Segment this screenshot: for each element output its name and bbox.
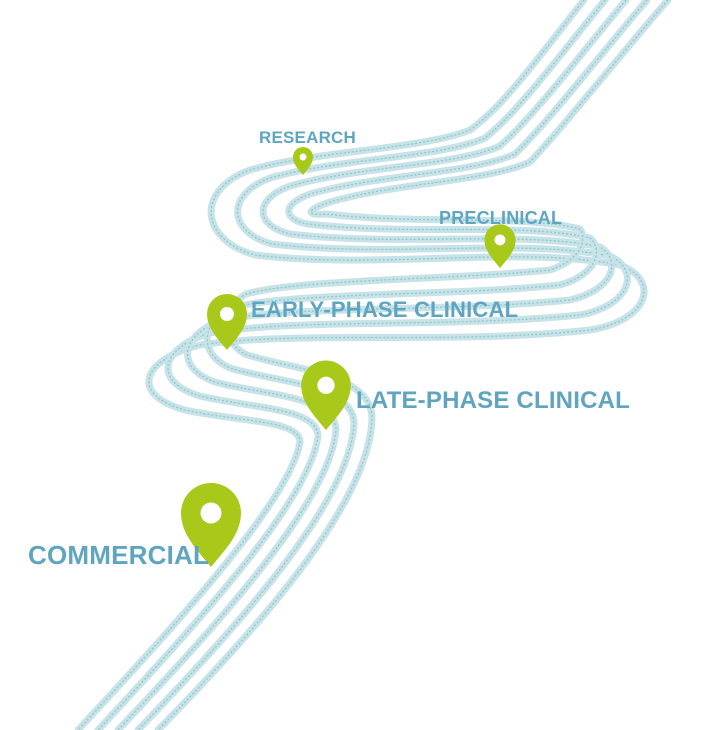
road-lanes	[74, 0, 672, 730]
stage-label-preclinical: PRECLINICAL	[439, 208, 563, 228]
location-pin-icon	[293, 147, 313, 175]
pins	[181, 147, 516, 567]
road-lane-line	[77, 0, 645, 730]
location-pin-icon	[207, 294, 247, 350]
stage-label-late-phase-clinical: LATE-PHASE CLINICAL	[356, 387, 631, 414]
stage-label-research: RESEARCH	[259, 128, 357, 147]
location-pin-icon	[484, 224, 516, 268]
location-pin-icon	[301, 360, 351, 430]
stage-label-early-phase-clinical: EARLY-PHASE CLINICAL	[251, 297, 519, 322]
road-lane-line	[157, 0, 669, 730]
road-lane-line	[137, 0, 648, 730]
stage-label-commercial: COMMERCIAL	[28, 540, 210, 570]
road-lane-line	[97, 0, 628, 730]
location-pin-icon	[181, 483, 241, 567]
